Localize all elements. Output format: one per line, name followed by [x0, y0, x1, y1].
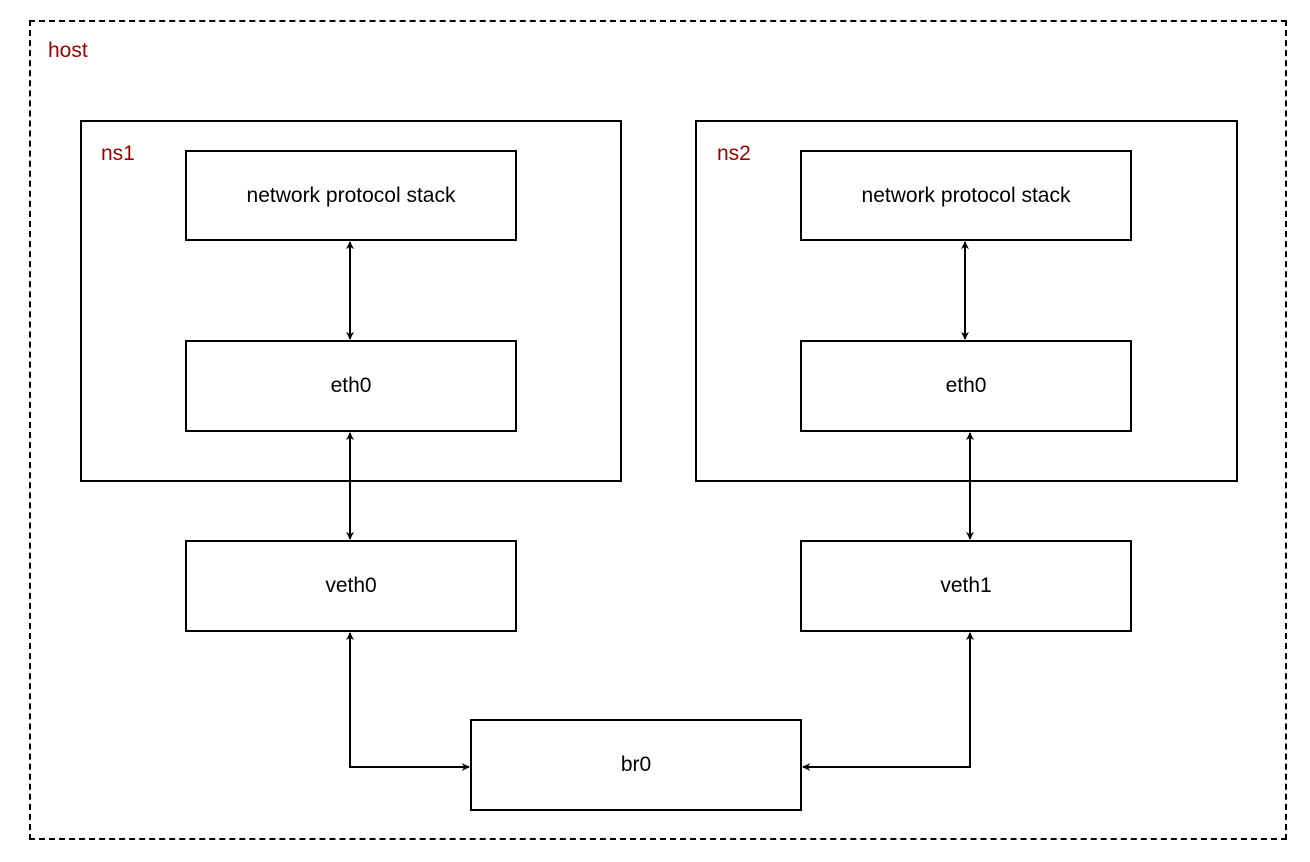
- host-frame: [29, 20, 1287, 840]
- ns2-eth0-box[interactable]: eth0: [800, 340, 1132, 432]
- ns1-protocol-stack-box[interactable]: network protocol stack: [185, 150, 517, 241]
- ns1-label: ns1: [101, 142, 135, 165]
- ns1-eth0-label: eth0: [330, 374, 372, 397]
- ns2-protocol-stack-box[interactable]: network protocol stack: [800, 150, 1132, 241]
- veth1-label: veth1: [940, 574, 992, 597]
- ns2-label: ns2: [717, 142, 751, 165]
- ns2-protocol-stack-label: network protocol stack: [861, 183, 1071, 207]
- ns1-protocol-stack-label: network protocol stack: [246, 183, 456, 207]
- veth1-box[interactable]: veth1: [800, 540, 1132, 632]
- ns2-eth0-label: eth0: [945, 374, 987, 397]
- host-label: host: [48, 39, 88, 62]
- br0-box[interactable]: br0: [470, 719, 802, 811]
- veth0-box[interactable]: veth0: [185, 540, 517, 632]
- br0-label: br0: [620, 753, 652, 776]
- link-veth0-br0: [346, 632, 470, 771]
- link-veth1-br0: [802, 632, 974, 771]
- veth0-label: veth0: [325, 574, 377, 597]
- ns1-eth0-box[interactable]: eth0: [185, 340, 517, 432]
